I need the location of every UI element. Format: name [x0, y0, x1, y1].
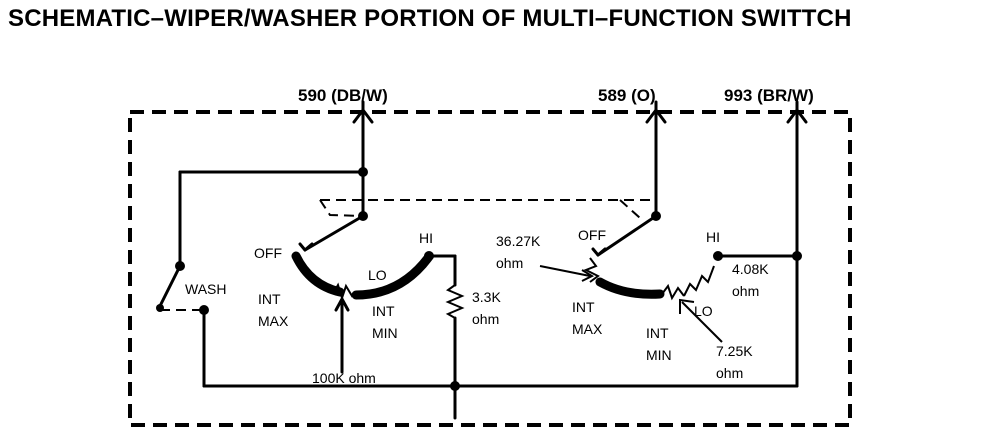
- resistor-4-08k-label: 4.08K: [732, 261, 769, 277]
- left-int-min-label: INT: [372, 303, 395, 319]
- right-int-min-label: INT: [646, 325, 669, 341]
- connector-993: [786, 100, 808, 257]
- right-int-arc: [595, 277, 665, 299]
- diagram-title: SCHEMATIC–WIPER/WASHER PORTION OF MULTI–…: [8, 5, 852, 32]
- pot-100k-label: 100K ohm: [312, 370, 376, 386]
- left-int-max-label: INT: [258, 291, 281, 307]
- resistor-36-27k-label: 36.27K: [496, 233, 541, 249]
- left-hi-label: HI: [419, 230, 433, 246]
- right-int-max-label-2: MAX: [572, 321, 603, 337]
- left-int-min-label-2: MIN: [372, 325, 398, 341]
- resistor-4-08k-unit: ohm: [732, 283, 759, 299]
- resistor-3-3k-label: 3.3K: [472, 289, 501, 305]
- resistor-7-25k-label: 7.25K: [716, 343, 753, 359]
- label-590: 590 (DB/W): [298, 86, 388, 105]
- connector-589: [645, 100, 667, 217]
- right-int-min-label-2: MIN: [646, 347, 672, 363]
- wash-label: WASH: [185, 281, 226, 297]
- label-993: 993 (BR/W): [724, 86, 814, 105]
- right-switch: [539, 199, 802, 388]
- switch-enclosure: [128, 110, 852, 427]
- label-589: 589 (O): [598, 86, 656, 105]
- left-lo-label: LO: [368, 267, 387, 283]
- right-off-label: OFF: [578, 227, 606, 243]
- left-off-label: OFF: [254, 245, 282, 261]
- resistor-3-3k-unit: ohm: [472, 311, 499, 327]
- connector-590: [352, 100, 374, 174]
- right-lo-label: LO: [694, 303, 713, 319]
- left-int-max-label-2: MAX: [258, 313, 289, 329]
- resistor-7-25k-unit: ohm: [716, 365, 743, 381]
- left-int-arc: [291, 251, 345, 297]
- right-hi-label: HI: [706, 229, 720, 245]
- left-lo-arc: [351, 253, 433, 300]
- left-switch: [156, 167, 799, 420]
- resistor-36-27k-unit: ohm: [496, 255, 523, 271]
- right-int-max-label: INT: [572, 299, 595, 315]
